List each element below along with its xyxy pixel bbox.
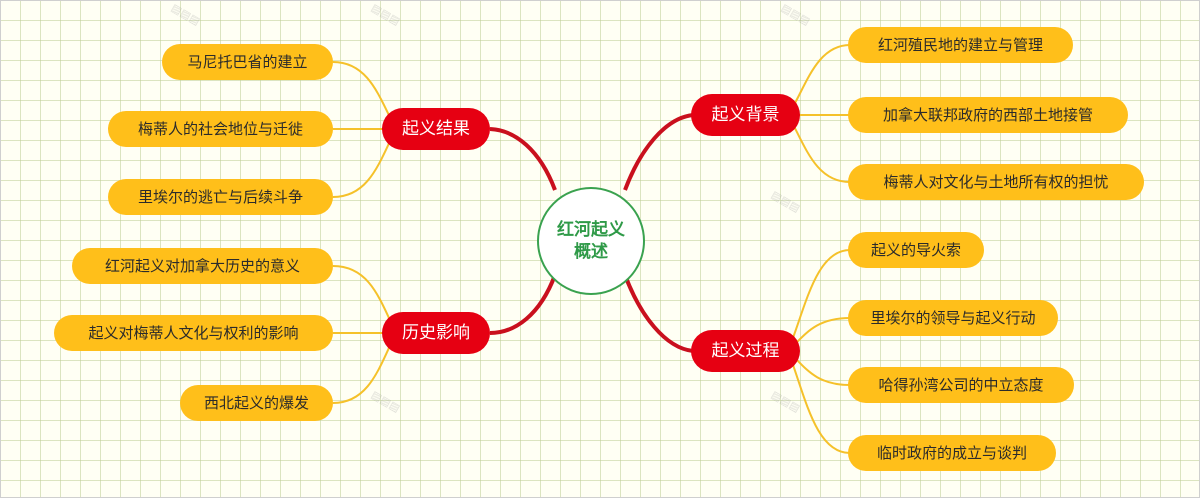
leaf-background-2[interactable]: 加拿大联邦政府的西部土地接管 xyxy=(848,97,1128,133)
leaf-background-1[interactable]: 红河殖民地的建立与管理 xyxy=(848,27,1073,63)
link-center-proc xyxy=(623,274,694,353)
leaf-result-3[interactable]: 里埃尔的逃亡与后续斗争 xyxy=(108,179,333,215)
link-center-impact xyxy=(489,274,557,335)
leaf-process-1[interactable]: 起义的导火索 xyxy=(848,232,984,268)
leaf-impact-3[interactable]: 西北起义的爆发 xyxy=(180,385,333,421)
leaf-process-4[interactable]: 临时政府的成立与谈判 xyxy=(848,435,1056,471)
link-center-bg xyxy=(623,113,694,191)
leaf-background-3[interactable]: 梅蒂人对文化与土地所有权的担忧 xyxy=(848,164,1144,200)
branch-process[interactable]: 起义过程 xyxy=(691,330,800,372)
leaf-process-2[interactable]: 里埃尔的领导与起义行动 xyxy=(848,300,1058,336)
leaf-impact-2[interactable]: 起义对梅蒂人文化与权利的影响 xyxy=(54,315,333,351)
leaf-process-3[interactable]: 哈得孙湾公司的中立态度 xyxy=(848,367,1074,403)
branch-impact[interactable]: 历史影响 xyxy=(382,312,490,354)
center-node[interactable]: 红河起义概述 xyxy=(537,187,645,295)
leaf-result-1[interactable]: 马尼托巴省的建立 xyxy=(162,44,333,80)
leaf-result-2[interactable]: 梅蒂人的社会地位与迁徙 xyxy=(108,111,333,147)
branch-background[interactable]: 起义背景 xyxy=(691,94,800,136)
leaf-impact-1[interactable]: 红河起义对加拿大历史的意义 xyxy=(72,248,333,284)
link-center-result xyxy=(489,127,557,191)
branch-result[interactable]: 起义结果 xyxy=(382,108,490,150)
